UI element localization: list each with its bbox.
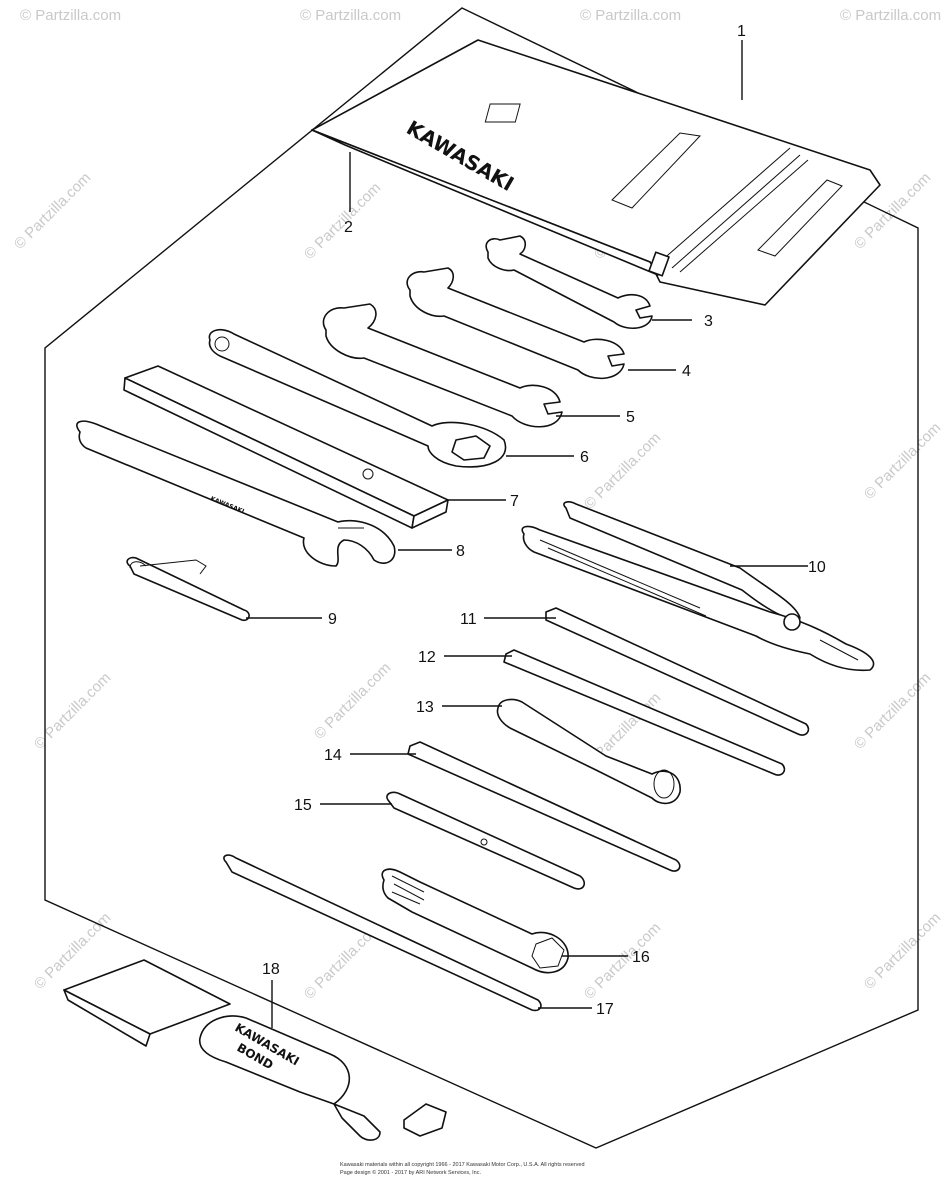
box-wrench-6 xyxy=(208,328,507,468)
footer-copyright: Kawasaki materials within all copyright … xyxy=(340,1162,585,1176)
screwdriver-14 xyxy=(407,741,681,872)
callout-6: 6 xyxy=(580,449,589,466)
callout-18: 18 xyxy=(262,961,280,978)
callout-7: 7 xyxy=(510,493,519,510)
rod-17 xyxy=(223,854,542,1012)
callout-labels: 1 2 3 4 5 6 7 8 9 10 11 12 13 14 15 16 1… xyxy=(262,23,826,1018)
wrench-4 xyxy=(406,267,625,380)
footer-line-2: Page design © 2001 - 2017 by ARI Network… xyxy=(340,1169,481,1176)
driver-handle-13 xyxy=(496,698,681,805)
group-boundary xyxy=(44,7,919,1149)
leader-lines xyxy=(246,40,808,1028)
watermark: © Partzilla.com xyxy=(11,169,94,252)
callout-11: 11 xyxy=(460,611,477,628)
callout-17: 17 xyxy=(596,1001,614,1018)
watermark: © Partzilla.com xyxy=(851,669,934,752)
watermark: © Partzilla.com xyxy=(20,7,121,24)
watermark: © Partzilla.com xyxy=(840,7,941,24)
screwdriver-11 xyxy=(545,607,810,736)
bond-tube-18: KAWASAKI BOND xyxy=(63,959,447,1141)
part-15 xyxy=(386,791,586,890)
plug-wrench-16 xyxy=(381,868,569,974)
callout-15: 15 xyxy=(294,797,312,814)
wrench-3 xyxy=(485,235,653,329)
watermark: © Partzilla.com xyxy=(581,919,664,1002)
watermark: © Partzilla.com xyxy=(301,179,384,262)
callout-12: 12 xyxy=(418,649,436,666)
callout-2: 2 xyxy=(344,219,353,236)
callout-3: 3 xyxy=(704,313,713,330)
watermark: © Partzilla.com xyxy=(311,659,394,742)
screwdriver-12 xyxy=(503,649,786,776)
callout-13: 13 xyxy=(416,699,434,716)
watermark: © Partzilla.com xyxy=(861,909,944,992)
watermark: © Partzilla.com xyxy=(31,669,114,752)
watermark: © Partzilla.com xyxy=(861,419,944,502)
callout-16: 16 xyxy=(632,949,650,966)
callout-1: 1 xyxy=(737,23,746,40)
tool-pouch: KAWASAKI xyxy=(311,39,881,306)
watermark: © Partzilla.com xyxy=(300,7,401,24)
watermark: © Partzilla.com xyxy=(581,429,664,512)
part-9 xyxy=(126,556,250,622)
footer-line-1: Kawasaki materials within all copyright … xyxy=(340,1162,585,1168)
pliers-10 xyxy=(521,501,875,672)
callout-8: 8 xyxy=(456,543,465,560)
wrench-5 xyxy=(322,303,563,428)
watermark: © Partzilla.com xyxy=(580,7,681,24)
callout-9: 9 xyxy=(328,611,337,628)
callout-10: 10 xyxy=(808,559,826,576)
callout-14: 14 xyxy=(324,747,342,764)
callout-4: 4 xyxy=(682,363,691,380)
callout-5: 5 xyxy=(626,409,635,426)
